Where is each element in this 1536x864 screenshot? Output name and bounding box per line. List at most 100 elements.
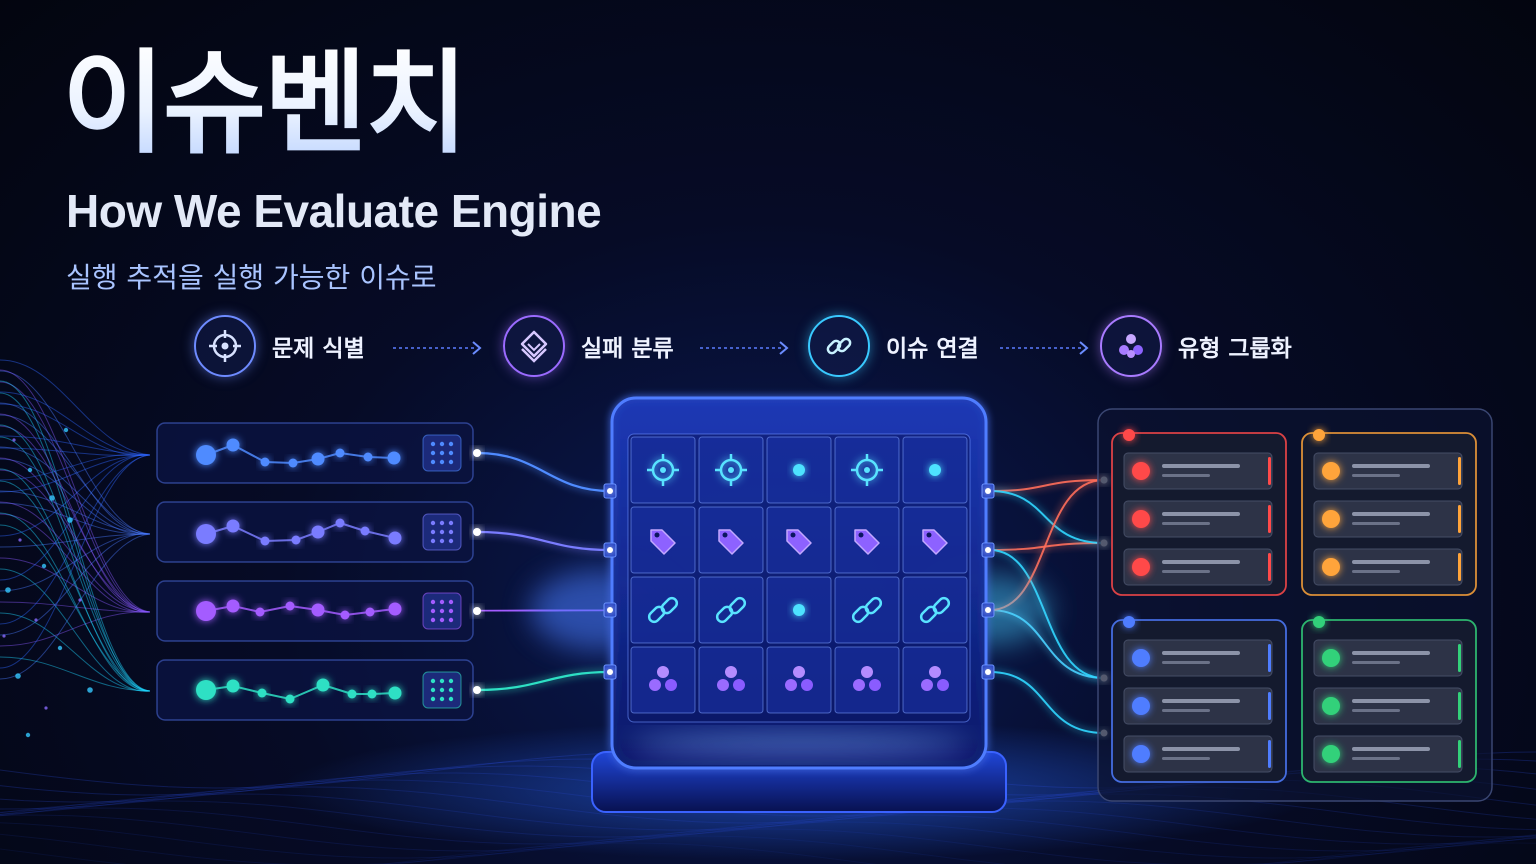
matrix-cell xyxy=(630,506,696,574)
grid-dot xyxy=(448,538,454,544)
dot xyxy=(793,604,805,616)
issue-item xyxy=(1123,548,1273,586)
strand xyxy=(0,533,151,680)
wave-line xyxy=(0,793,1536,831)
particle xyxy=(78,598,82,602)
issue-accent-bar xyxy=(1268,505,1271,533)
issue-dot xyxy=(1322,510,1340,528)
strand xyxy=(0,533,151,636)
step-label: 유형 그룹화 xyxy=(1178,336,1292,362)
strand xyxy=(0,436,151,692)
strand xyxy=(0,557,151,613)
strand xyxy=(0,533,151,592)
trace-panel xyxy=(156,422,481,484)
issue-text-line xyxy=(1162,560,1240,564)
grid-dot xyxy=(430,520,436,526)
issue-item xyxy=(1313,452,1463,490)
link-part xyxy=(660,596,679,615)
issue-item-frame xyxy=(1313,548,1463,586)
strand xyxy=(0,458,151,535)
issue-accent-bar xyxy=(1458,644,1461,672)
issue-groups-panel xyxy=(1097,408,1493,802)
evaluation-engine-cube xyxy=(591,396,1007,813)
grid-dot xyxy=(439,696,445,702)
strand xyxy=(0,370,151,535)
grid-dot xyxy=(448,617,454,623)
trace-node xyxy=(335,518,345,528)
grid-dot xyxy=(430,608,436,614)
trace-port xyxy=(473,607,481,615)
trace-node xyxy=(291,535,301,545)
dot xyxy=(929,464,941,476)
strand xyxy=(0,446,151,535)
issue-accent-bar xyxy=(1458,505,1461,533)
trace-node xyxy=(285,694,295,704)
trace-node xyxy=(260,536,270,546)
cell-frame xyxy=(766,646,832,714)
grid-dot xyxy=(430,696,436,702)
issue-text-line xyxy=(1162,570,1210,573)
cluster-dot xyxy=(793,666,805,678)
trace-node xyxy=(196,445,216,465)
trace-link xyxy=(476,530,611,552)
grid-dot xyxy=(439,599,445,605)
issue-accent-bar xyxy=(1458,692,1461,720)
issue-text-line xyxy=(1352,474,1400,477)
strand xyxy=(0,454,151,493)
issue-accent-bar xyxy=(1458,457,1461,485)
grid-dot xyxy=(448,520,454,526)
grid-dot xyxy=(439,687,445,693)
step-group: 유형 그룹화 xyxy=(1100,313,1292,379)
grid-dot xyxy=(448,459,454,465)
grid-dot xyxy=(430,441,436,447)
grid-dot xyxy=(448,696,454,702)
particle xyxy=(57,645,63,651)
step-identify: 문제 식별 xyxy=(194,313,365,379)
page-subtitle: How We Evaluate Engine xyxy=(66,185,602,237)
issue-text-line xyxy=(1162,474,1210,477)
strand xyxy=(0,454,151,581)
tag-hole xyxy=(654,532,660,538)
issue-item-frame xyxy=(1123,548,1273,586)
page-title: 이슈벤치 xyxy=(62,39,468,169)
strand xyxy=(0,468,151,692)
cluster-dot xyxy=(869,679,881,691)
strand xyxy=(0,524,151,692)
strand xyxy=(0,425,151,613)
wave-line xyxy=(0,800,1536,838)
grid-dot xyxy=(448,608,454,614)
dot xyxy=(793,464,805,476)
trace-port xyxy=(473,449,481,457)
trace-link xyxy=(476,451,611,493)
issue-item xyxy=(1123,735,1273,773)
issue-text-line xyxy=(1352,560,1430,564)
grid-dot xyxy=(439,529,445,535)
arrow-icon xyxy=(1000,341,1089,355)
issue-dot xyxy=(1322,649,1340,667)
grid-dot xyxy=(430,687,436,693)
issue-dot xyxy=(1132,697,1150,715)
strand xyxy=(0,369,151,613)
cell-frame xyxy=(698,646,764,714)
output-link xyxy=(989,479,1105,492)
cube-port-light xyxy=(607,669,613,675)
tag-hole xyxy=(926,532,932,538)
issue-item-frame xyxy=(1123,735,1273,773)
matrix-cell xyxy=(834,646,900,714)
strand xyxy=(0,502,151,535)
issue-item xyxy=(1123,687,1273,725)
strand xyxy=(0,381,151,613)
matrix-cell xyxy=(766,646,832,714)
trace-node xyxy=(226,519,240,533)
step-label: 문제 식별 xyxy=(272,336,365,362)
grid-dot xyxy=(439,450,445,456)
trace-node xyxy=(360,526,370,536)
issue-text-line xyxy=(1352,709,1400,712)
particle xyxy=(27,467,33,473)
trace-node xyxy=(257,688,267,698)
matrix-cell xyxy=(766,576,832,644)
matrix-cell xyxy=(630,646,696,714)
cell-frame xyxy=(902,646,968,714)
matrix-cell xyxy=(902,506,968,574)
matrix-cell xyxy=(698,576,764,644)
